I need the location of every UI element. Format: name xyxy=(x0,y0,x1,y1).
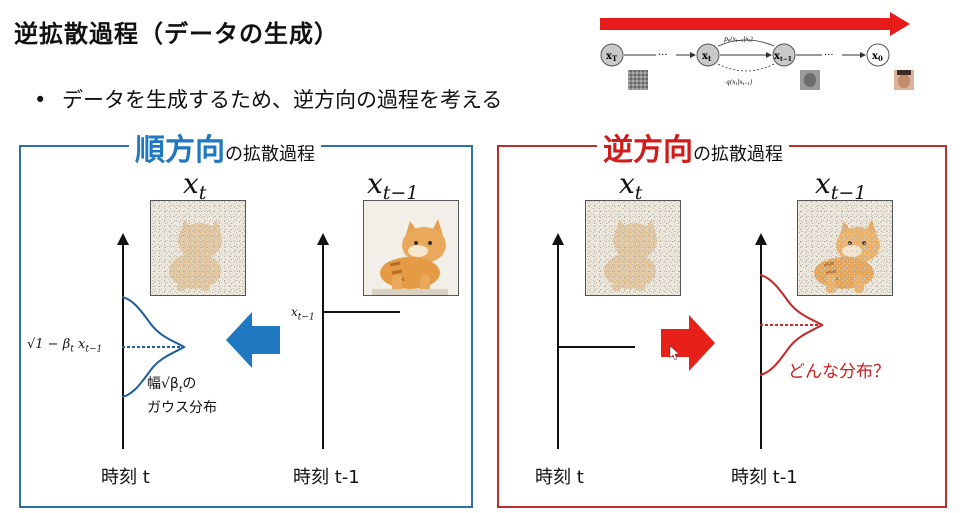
node-xt-label: xt xyxy=(702,51,712,63)
noisy-cat-image-right xyxy=(585,200,681,296)
noisy-face-shape xyxy=(804,73,816,87)
xt-1-value-label: xt−1 xyxy=(291,305,315,323)
reverse-gaussian-curve xyxy=(760,274,824,376)
forward-gaussian-curve xyxy=(122,296,186,398)
page-title: 逆拡散過程（データの生成） xyxy=(14,20,339,48)
axis-arrowhead-left-2 xyxy=(317,233,329,245)
var-x-t-1-right: xt−1 xyxy=(815,167,867,204)
mouse-cursor-icon xyxy=(669,345,680,361)
node-x0 xyxy=(866,43,890,67)
var-x-t-right: xt xyxy=(619,167,643,204)
markov-chain-diagram: xT xt xt−1 x0 ··· ··· pθ(xt−1|xt) q(xt|x… xyxy=(598,10,928,92)
node-xT-label: xT xyxy=(606,51,618,63)
axis-arrowhead-left-1 xyxy=(117,233,129,245)
noisy-cat-image xyxy=(150,200,246,296)
node-x0-label: x0 xyxy=(872,51,883,63)
clean-cat-image xyxy=(363,200,459,296)
forward-header-emphasis: 順方向 xyxy=(135,133,225,168)
p-label: pθ(xt−1|xt) xyxy=(724,36,754,43)
red-arrow-head xyxy=(890,12,910,36)
axis-time-t-1-left xyxy=(322,242,324,449)
reverse-direction-arrow xyxy=(661,315,715,371)
time-label-t-1-left: 時刻 t-1 xyxy=(293,467,360,488)
gaussian-width-label: 幅√βtの ガウス分布 xyxy=(147,376,217,416)
q-curve xyxy=(717,63,775,72)
time-label-t-left: 時刻 t xyxy=(101,467,150,488)
reverse-header-emphasis: 逆方向 xyxy=(603,133,693,168)
noise-thumbnail-texture xyxy=(628,70,648,90)
node-xT xyxy=(600,43,624,67)
bullet-dot: • xyxy=(34,88,47,112)
face-hair xyxy=(897,70,911,75)
q-label: q(xt|xt−1) xyxy=(726,79,753,86)
reverse-panel-header: 逆方向の拡散過程 xyxy=(597,125,789,169)
axis-time-t-left xyxy=(122,242,124,449)
forward-direction-arrow xyxy=(226,312,280,368)
face-shape xyxy=(898,74,910,88)
xt-1-value-line xyxy=(324,311,400,313)
reverse-process-panel: 逆方向の拡散過程 xt xt−1 xyxy=(497,125,947,508)
forward-panel-header: 順方向の拡散過程 xyxy=(129,125,321,169)
forward-header-suffix: の拡散過程 xyxy=(225,144,315,165)
axis-arrowhead-right-2 xyxy=(755,233,767,245)
ellipsis-2: ··· xyxy=(824,50,834,61)
axis-time-t-1-right xyxy=(760,242,762,449)
axis-time-t-right xyxy=(557,242,559,449)
xt-value-line xyxy=(559,346,635,348)
markov-chain-svg: xT xt xt−1 x0 ··· ··· pθ(xt−1|xt) q(xt|x… xyxy=(600,12,914,90)
ellipsis-1: ··· xyxy=(658,50,668,61)
var-x-t-left: xt xyxy=(183,167,207,204)
node-xt-1 xyxy=(772,43,796,67)
time-label-t-1-right: 時刻 t-1 xyxy=(731,467,798,488)
axis-arrowhead-right-1 xyxy=(552,233,564,245)
bullet-text: データを生成するため、逆方向の過程を考える xyxy=(62,88,503,112)
p-curve xyxy=(717,39,775,47)
node-xt xyxy=(696,43,720,67)
mean-label: √1 − βt xt−1 xyxy=(27,337,103,355)
bullet-item: • データを生成するため、逆方向の過程を考える xyxy=(34,84,502,114)
forward-process-panel: 順方向の拡散過程 xt xt−1 xyxy=(19,125,473,508)
reverse-header-suffix: の拡散過程 xyxy=(693,144,783,165)
denoised-cat-image xyxy=(797,200,893,296)
node-xt-1-label: xt−1 xyxy=(774,51,792,63)
var-x-t-1-left: xt−1 xyxy=(367,167,419,204)
red-arrow-shaft xyxy=(600,18,890,30)
time-label-t-right: 時刻 t xyxy=(535,467,584,488)
which-distribution-question: どんな分布？ xyxy=(788,362,890,382)
